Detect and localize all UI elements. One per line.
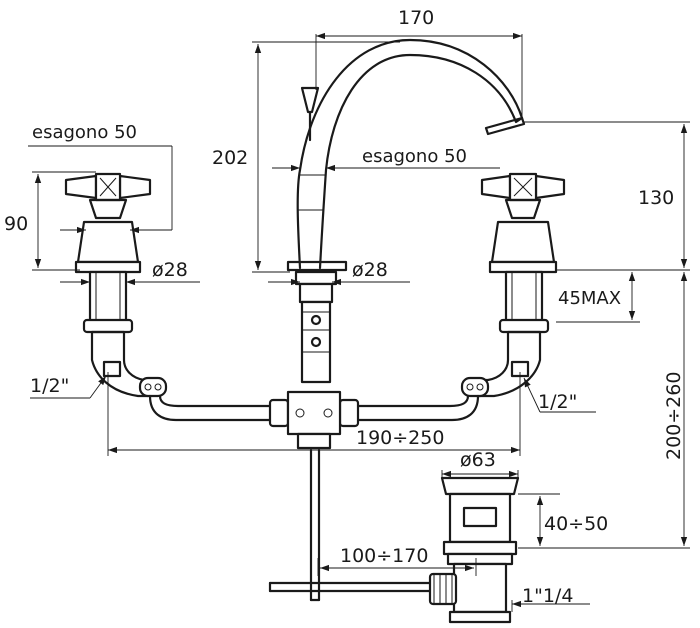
total-height-label: 200÷260 [663,372,685,460]
deck-thickness-label: 45MAX [558,288,621,309]
spout-shank [294,270,338,384]
spout-reach-label: 170 [398,7,434,29]
handle-height-label: 90 [4,213,28,235]
popup-lever [300,86,320,142]
outlet-height-label: 130 [638,187,674,209]
waste-dia-label: ø63 [460,449,496,471]
dimension-lines [28,32,690,612]
centers-label: 190÷250 [356,427,444,449]
left-valve [64,172,152,398]
thread-right-label: 1/2" [538,391,577,413]
waste-thread-label: 1"1/4 [522,585,573,607]
thread-left-label: 1/2" [30,375,69,397]
hex-left-label: esagono 50 [32,122,137,143]
hex-center-label: esagono 50 [362,146,467,167]
rod-length-label: 100÷170 [340,545,428,567]
connecting-pipes [138,376,490,450]
dia-center-label: ø28 [352,259,388,281]
right-valve [476,172,566,398]
dimension-labels: 170 202 130 esagono 50 esagono 50 90 ø28… [4,7,685,607]
spout-height-label: 202 [212,147,248,169]
popup-rod [268,448,432,602]
pop-up-waste [428,476,520,624]
waste-height-label: 40÷50 [544,513,608,535]
dia-left-label: ø28 [152,259,188,281]
